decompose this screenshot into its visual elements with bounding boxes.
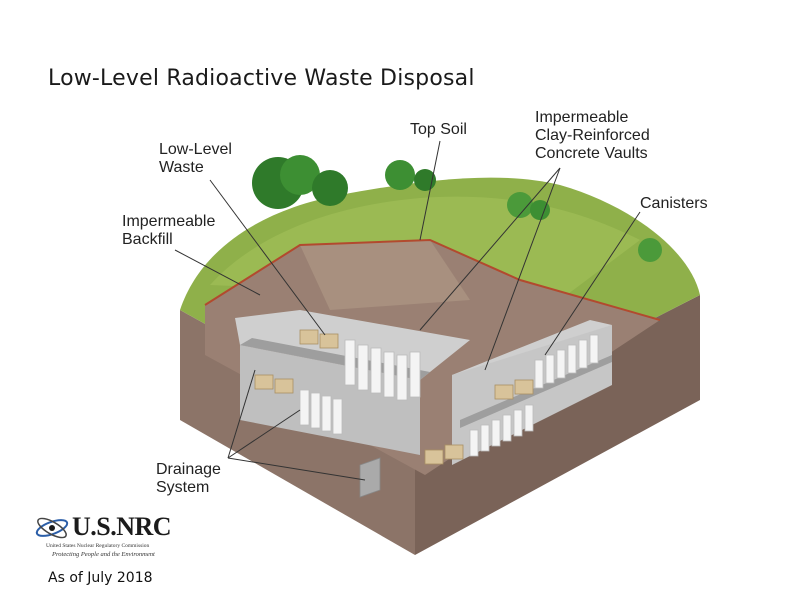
logo-subtitle: United States Nuclear Regulatory Commiss… [46,543,150,549]
label-top-soil: Top Soil [410,121,467,138]
logo-tagline: Protecting People and the Environment [52,551,155,558]
topsoil-edge [204,238,661,321]
trees [252,155,662,262]
label-impermeable-backfill: Impermeable Backfill [122,213,216,248]
logo-name: U.S.NRC [72,512,172,541]
leader-lines [174,140,641,481]
left-vault-boxes [254,329,339,394]
right-vault-boxes [424,379,534,465]
label-drainage-system: Drainage System [156,461,221,496]
label-canisters: Canisters [640,195,708,212]
date-note: As of July 2018 [48,570,153,586]
right-vault-canisters [469,334,599,457]
soil-right-face [415,295,700,555]
left-vault-slab [240,338,430,380]
drainage-channel [359,457,381,498]
pit-inner-wall [300,240,470,310]
left-vault-canisters [299,339,421,435]
page-title: Low-Level Radioactive Waste Disposal [48,66,475,91]
label-concrete-vaults: Impermeable Clay-Reinforced Concrete Vau… [535,109,650,162]
label-low-level-waste: Low-Level Waste [159,141,232,176]
atom-icon [35,517,69,539]
nrc-logo: U.S.NRC United States Nuclear Regulatory… [30,508,180,563]
